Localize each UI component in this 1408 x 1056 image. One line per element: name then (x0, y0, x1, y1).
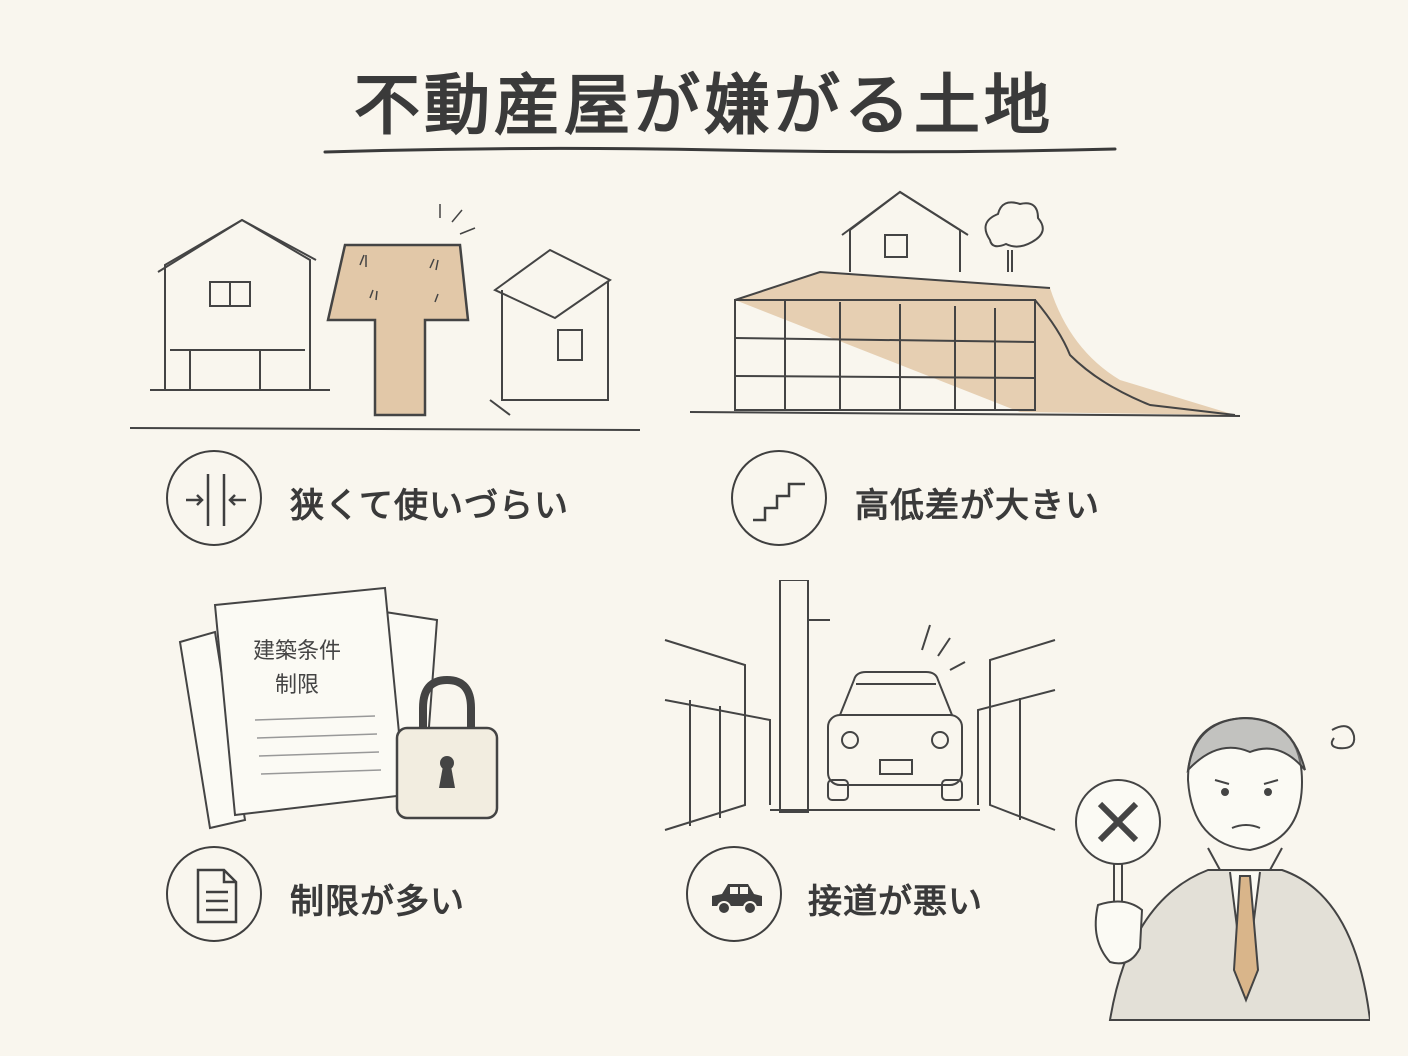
document-icon (166, 846, 262, 942)
page-title: 不動産屋が嫌がる土地 (354, 67, 1054, 144)
restriction-illustration: 建築条件 制限 (178, 586, 499, 830)
item-label-elevation: 高低差が大きい (855, 486, 1100, 526)
item-label-narrow: 狭くて使いづらい (290, 486, 569, 526)
item-label-road-access: 接道が悪い (808, 882, 983, 922)
narrow-lot-illustration (130, 204, 641, 431)
worried-agent-illustration (1075, 716, 1370, 1021)
document-text-line1: 建築条件 (253, 639, 341, 664)
car-icon (686, 846, 782, 942)
narrow-road-illustration (664, 580, 1056, 831)
elevation-illustration (690, 190, 1241, 417)
title-underline (323, 146, 1117, 154)
document-text-line2: 制限 (275, 673, 319, 698)
item-label-restriction: 制限が多い (290, 882, 465, 922)
stairs-icon (731, 450, 827, 546)
narrow-arrows-icon (166, 450, 262, 546)
